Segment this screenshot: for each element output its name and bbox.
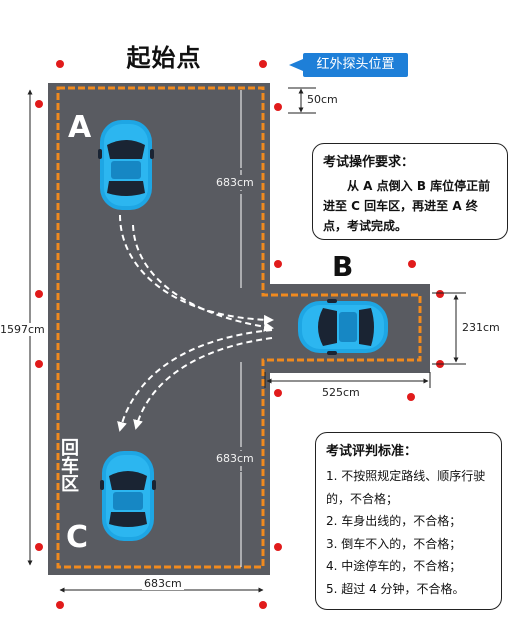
criteria-item: 1. 不按照规定路线、顺序行驶的，不合格； [326, 469, 486, 506]
badge-pointer [289, 59, 303, 71]
sensor-dot [274, 103, 282, 111]
sensor-dot [56, 60, 64, 68]
sensor-dot [259, 601, 267, 609]
requirements-heading: 考试操作要求： [323, 155, 415, 170]
criteria-item: 5. 超过 4 分钟，不合格。 [326, 581, 465, 596]
dim-garage-width: 231cm [462, 321, 500, 334]
route-upper-outer [119, 214, 274, 325]
sensor-dots [35, 60, 444, 609]
sensor-dot [274, 260, 282, 268]
car-a [98, 120, 154, 210]
sensor-dot [35, 100, 43, 108]
sensor-dot [35, 543, 43, 551]
criteria-item: 2. 车身出线的，不合格； [326, 514, 462, 528]
criteria-item: 3. 倒车不入的，不合格； [326, 536, 462, 551]
return-zone-label: 回车区 [58, 438, 79, 492]
sensor-dot [274, 543, 282, 551]
route-lower-outer [117, 329, 273, 432]
sensor-dot [408, 260, 416, 268]
dim-top-gap: 50cm [307, 93, 338, 106]
sensor-dot [35, 290, 43, 298]
sensor-dot [407, 393, 415, 401]
requirements-text: 从 A 点倒入 B 库位停正前进至 C 回车区，再进至 A 终点，考试完成。 [323, 179, 491, 233]
dim-lower-length: 683cm [214, 451, 256, 466]
sensor-dot [274, 389, 282, 397]
criteria-item: 4. 中途停车的，不合格； [326, 559, 462, 573]
point-c-label: C [66, 520, 89, 555]
sensor-dot [259, 60, 267, 68]
dim-total-length: 1597cm [0, 323, 45, 336]
infrared-sensor-badge: 红外探头位置 [303, 53, 408, 77]
point-a-label: A [68, 110, 92, 145]
requirements-panel: 考试操作要求： 从 A 点倒入 B 库位停正前进至 C 回车区，再进至 A 终点… [312, 143, 508, 240]
page-title: 起始点 [126, 44, 202, 72]
dim-garage-depth: 525cm [322, 386, 360, 399]
car-b [298, 299, 388, 355]
criteria-panel: 考试评判标准： 1. 不按照规定路线、顺序行驶的，不合格； 2. 车身出线的，不… [315, 432, 502, 610]
criteria-heading: 考试评判标准： [326, 444, 418, 459]
sensor-dot [436, 290, 444, 298]
sensor-dot [35, 360, 43, 368]
boundary-line [56, 86, 422, 569]
route-arrows [117, 214, 274, 432]
dim-upper-length: 683cm [214, 175, 256, 190]
point-b-label: B [332, 250, 354, 283]
dim-lane-width: 683cm [142, 577, 184, 590]
sensor-dot [56, 601, 64, 609]
car-c [100, 451, 156, 541]
